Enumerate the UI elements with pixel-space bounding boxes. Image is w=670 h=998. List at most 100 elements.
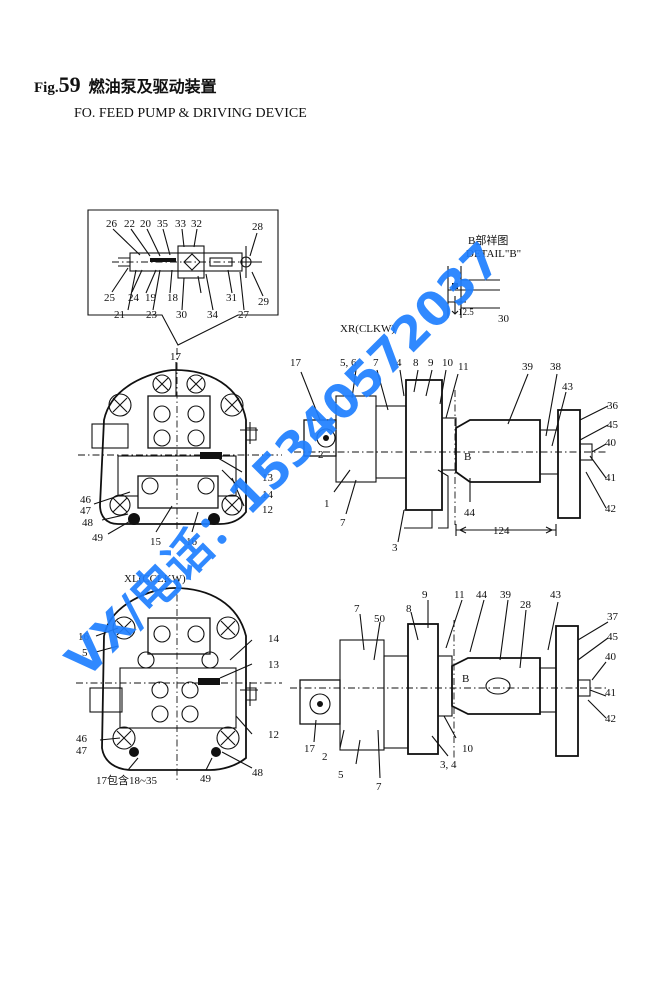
label-sxr-42: 42 [605,503,616,515]
label-fxl-13: 13 [268,659,280,671]
label-sxr-9: 9 [428,357,434,369]
label-fxl-12: 12 [268,729,279,741]
label-sxl-28: 28 [520,599,532,611]
label-sxl-7b: 7 [376,781,382,793]
figure-number: 59 [58,72,81,97]
label-sxr-40: 40 [605,437,617,449]
label-inset-35: 35 [157,218,169,230]
label-sxr-124: 124 [493,525,510,537]
side-view-xr: XR(CLKW) [294,323,609,543]
label-sxr-b: B [464,451,471,463]
label-sxr-39: 39 [522,361,534,373]
label-sxr-41: 41 [605,472,616,484]
detail-b: B部祥图 DETAIL"B" 12.5 30 [447,233,521,325]
front-view-xl: XL(CCLKW) [76,573,282,780]
label-sxl-7: 7 [354,603,360,615]
label-inset-27: 27 [238,309,250,321]
label-inset-33: 33 [175,218,187,230]
label-fxr-15: 15 [150,536,162,548]
label-sxl-41: 41 [605,687,616,699]
figure-title-cn: 燃油泵及驱动装置 [88,77,217,96]
label-fxr-16: 16 [186,536,198,548]
label-fxl-5: 5 [82,647,88,659]
label-fxl-46: 46 [76,733,88,745]
label-fxr-48: 48 [82,517,94,529]
label-fxl-47: 47 [76,745,88,757]
detail-b-label: 30 [498,313,510,325]
front-xl-labels: 16 5 14 13 12 46 47 49 48 17包含18~35 [76,631,280,787]
inset-detail [87,209,279,346]
label-fxl-17-note: 17包含18~35 [96,773,157,787]
label-inset-19: 19 [145,292,157,304]
view-label-xr: XR(CLKW) [340,323,395,335]
label-sxl-45: 45 [607,631,619,643]
label-sxl-37: 37 [607,611,619,623]
front-view-xr [78,348,282,535]
label-sxr-44: 44 [464,507,476,519]
label-sxl-40: 40 [605,651,617,663]
label-sxl-44: 44 [476,589,488,601]
detail-b-title-en: DETAIL"B" [466,248,521,260]
label-inset-31: 31 [226,292,237,304]
detail-b-dim: 12.5 [458,307,474,317]
label-sxl-5: 5 [338,769,344,781]
label-sxr-2: 2 [318,449,324,461]
watermark-text: VX/电话：15340572037 [56,232,512,688]
label-sxl-50: 50 [374,613,386,625]
label-sxr-1: 1 [324,498,330,510]
front-xr-labels: 17 13 14 12 46 47 48 49 15 16 [80,351,274,548]
figure-title-en: FO. FEED PUMP & DRIVING DEVICE [74,106,307,121]
label-sxr-3: 3 [392,542,398,554]
label-sxr-17: 17 [290,357,302,369]
label-sxl-10: 10 [462,743,474,755]
label-sxl-3-4: 3, 4 [440,759,457,771]
side-view-xl [290,599,609,779]
label-sxr-38: 38 [550,361,562,373]
detail-b-title-cn: B部祥图 [468,233,508,247]
label-inset-24: 24 [128,292,140,304]
label-fxr-47: 47 [80,505,92,517]
label-sxl-11: 11 [454,589,465,601]
label-fxl-48: 48 [252,767,264,779]
view-label-xl: XL(CCLKW) [124,573,186,585]
label-sxl-8: 8 [406,603,412,615]
label-inset-20: 20 [140,218,152,230]
label-sxr-10: 10 [442,357,454,369]
label-sxr-36: 36 [607,400,619,412]
label-inset-22: 22 [124,218,135,230]
label-fxl-16: 16 [78,631,90,643]
label-sxl-2: 2 [322,751,328,763]
label-fxr-12: 12 [262,504,273,516]
label-inset-26: 26 [106,218,118,230]
label-inset-28: 28 [252,221,264,233]
label-sxr-7: 7 [373,357,379,369]
figure-prefix: Fig. [34,80,59,96]
label-fxl-14: 14 [268,633,280,645]
label-inset-21: 21 [114,309,125,321]
label-inset-29: 29 [258,296,270,308]
label-sxr-43: 43 [562,381,574,393]
label-inset-30: 30 [176,309,188,321]
label-inset-34: 34 [207,309,219,321]
side-xl-labels: 7 50 8 9 11 44 39 28 43 37 45 40 41 42 1… [304,589,619,793]
side-xr-labels: 17 5, 6 7 4 8 9 10 11 39 38 43 36 45 40 … [290,357,619,554]
label-inset-32: 32 [191,218,202,230]
label-fxr-46: 46 [80,494,92,506]
label-sxl-43: 43 [550,589,562,601]
label-sxr-5-6: 5, 6 [340,357,357,369]
label-sxr-4: 4 [396,357,402,369]
label-fxr-14: 14 [262,489,274,501]
inset-labels: 26 22 20 35 33 32 28 25 24 19 18 31 29 2… [104,218,270,321]
front-xl-bolts [112,616,240,757]
label-sxl-b: B [462,673,469,685]
label-fxr-17: 17 [170,351,182,363]
label-sxl-9: 9 [422,589,428,601]
label-sxr-8: 8 [413,357,419,369]
label-inset-25: 25 [104,292,116,304]
label-sxr-7b: 7 [340,517,346,529]
label-inset-23: 23 [146,309,158,321]
label-sxl-17: 17 [304,743,316,755]
figure-title: Fig.59 燃油泵及驱动装置 [34,72,217,98]
label-sxr-11: 11 [458,361,469,373]
